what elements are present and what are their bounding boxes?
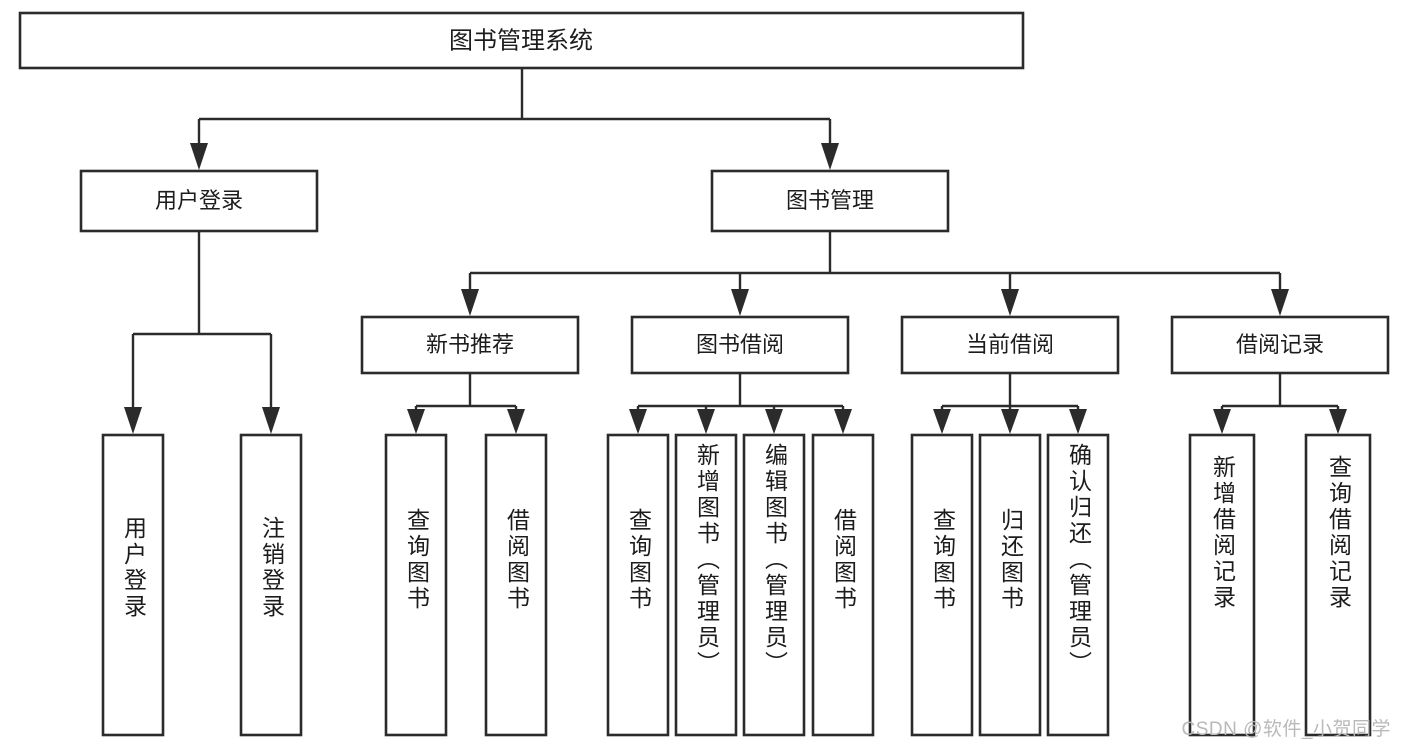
- connector-book-borrow-to-leaves: [629, 373, 852, 434]
- borrow-records-label: 借阅记录: [1236, 332, 1324, 357]
- arrow-book-mgmt: [821, 143, 839, 170]
- leaf-box-br-add-record[interactable]: [1188, 433, 1256, 737]
- arrow-nb-1: [407, 409, 425, 434]
- leaf-box-logout[interactable]: [239, 433, 303, 737]
- connector-root-to-level2: [190, 68, 839, 170]
- arrow-new-book: [461, 289, 479, 316]
- arrow-book-borrow: [731, 289, 749, 316]
- leaf-box-nb-borrow-book[interactable]: [484, 433, 548, 737]
- root-box[interactable]: [18, 11, 1025, 70]
- leaf-box-cb-confirm-return[interactable]: [1046, 433, 1110, 737]
- arrow-bb-4: [834, 409, 852, 434]
- watermark-text: CSDN @软件_小贺同学: [1181, 719, 1391, 740]
- connector-book-mgmt-to-level3: [461, 231, 1289, 316]
- borrow-records-box[interactable]: [1170, 315, 1390, 375]
- leaf-box-bb-edit-book[interactable]: [742, 433, 806, 737]
- root-label: 图书管理系统: [449, 27, 593, 54]
- connector-current-borrow-to-leaves: [933, 373, 1087, 434]
- new-book-recommend-box[interactable]: [360, 315, 580, 375]
- arrow-bb-1: [629, 409, 647, 434]
- new-book-recommend-label: 新书推荐: [426, 332, 514, 357]
- current-borrow-label: 当前借阅: [966, 332, 1054, 357]
- node-book-borrow[interactable]: 图书借阅: [630, 315, 850, 375]
- node-current-borrow[interactable]: 当前借阅: [900, 315, 1120, 375]
- leaf-box-cb-query-book[interactable]: [910, 433, 974, 737]
- node-new-book-recommend[interactable]: 新书推荐: [360, 315, 580, 375]
- node-borrow-records[interactable]: 借阅记录: [1170, 315, 1390, 375]
- book-management-label: 图书管理: [786, 188, 874, 213]
- arrow-br-2: [1329, 409, 1347, 434]
- arrow-bb-3: [765, 409, 783, 434]
- arrow-borrow-records: [1271, 289, 1289, 316]
- leaf-box-nb-query-book[interactable]: [384, 433, 448, 737]
- leaf-box-user-login[interactable]: [101, 433, 165, 737]
- arrow-bb-2: [697, 409, 715, 434]
- current-borrow-box[interactable]: [900, 315, 1120, 375]
- arrow-cb-2: [1001, 409, 1019, 434]
- book-borrow-box[interactable]: [630, 315, 850, 375]
- arrow-leaf-logout: [262, 407, 280, 434]
- arrow-user-login: [190, 143, 208, 170]
- node-user-login[interactable]: 用户登录: [79, 169, 319, 233]
- leaf-box-bb-query-book[interactable]: [606, 433, 670, 737]
- leaf-box-cb-return-book[interactable]: [978, 433, 1042, 737]
- connector-new-book-to-leaves: [407, 373, 525, 434]
- arrow-cb-1: [933, 409, 951, 434]
- connector-borrow-records-to-leaves: [1213, 373, 1347, 434]
- node-book-management[interactable]: 图书管理: [710, 169, 950, 233]
- leaf-box-bb-borrow-book[interactable]: [811, 433, 875, 737]
- arrow-current-borrow: [1001, 289, 1019, 316]
- connector-user-login-to-leaves: [124, 231, 280, 434]
- book-borrow-label: 图书借阅: [696, 332, 784, 357]
- arrow-leaf-user-login: [124, 407, 142, 434]
- arrow-nb-2: [507, 409, 525, 434]
- book-management-box[interactable]: [710, 169, 950, 233]
- user-login-label: 用户登录: [155, 188, 243, 213]
- arrow-cb-3: [1069, 409, 1087, 434]
- leaf-box-br-query-record[interactable]: [1304, 433, 1372, 737]
- node-root[interactable]: 图书管理系统: [18, 11, 1025, 70]
- leaf-box-bb-add-book[interactable]: [674, 433, 738, 737]
- arrow-br-1: [1213, 409, 1231, 434]
